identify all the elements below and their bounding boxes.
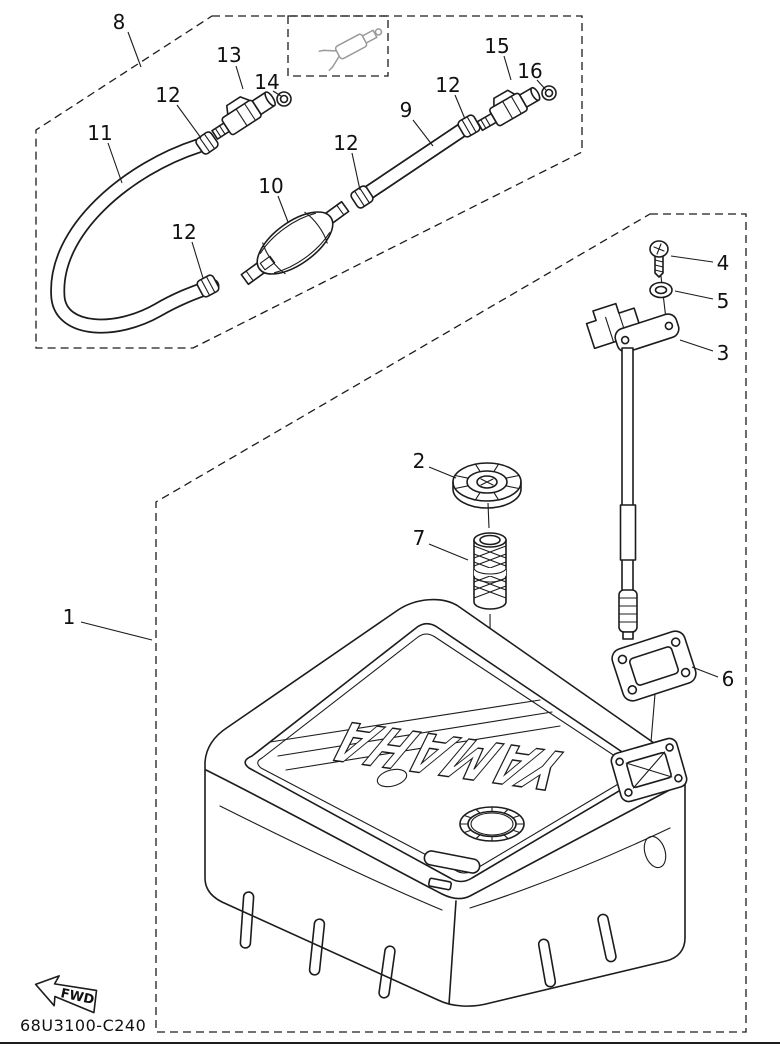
callout-1-leader <box>80 621 153 641</box>
callout-16: 16 <box>517 59 542 83</box>
callout-15-leader <box>503 55 512 81</box>
part-3-fuel-gauge-sender <box>585 302 680 640</box>
callout-10-leader <box>277 195 289 223</box>
callout-14-leader <box>272 90 282 97</box>
callout-7: 7 <box>413 526 426 550</box>
callout-7-leader <box>428 543 469 561</box>
callout-12d-leader <box>191 241 204 279</box>
callout-10: 10 <box>258 174 283 198</box>
part-11-fuel-hose <box>50 138 220 334</box>
fuel-line-assembly-dashed-box <box>35 15 583 349</box>
part-1-fuel-tank: YAMAHA <box>204 598 688 1007</box>
sender-float <box>618 589 638 633</box>
callout-15: 15 <box>484 34 509 58</box>
callout-11: 11 <box>87 121 112 145</box>
callout-12b-leader <box>351 152 361 191</box>
callout-2: 2 <box>413 449 426 473</box>
part-9-fuel-pipe <box>360 122 470 201</box>
callout-3: 3 <box>717 341 730 365</box>
part-7-fuel-filter <box>473 532 507 610</box>
callout-9-leader <box>412 119 434 147</box>
callouts-layer: 8 13 14 12 11 12 9 12 15 16 10 12 4 5 3 2 7 6 1 <box>63 10 735 691</box>
callout-12b: 12 <box>333 131 358 155</box>
callout-5: 5 <box>717 289 730 313</box>
callout-12d: 12 <box>171 220 196 244</box>
part-14-o-ring <box>276 91 292 107</box>
callout-1: 1 <box>63 605 76 629</box>
tank-feet-ribs <box>239 891 617 999</box>
callout-4: 4 <box>717 251 730 275</box>
tank-top-front-edges <box>205 769 678 900</box>
part-15-fuel-joint <box>476 86 541 132</box>
callout-5-leader <box>674 290 714 300</box>
callout-12c: 12 <box>435 73 460 97</box>
part-5-washer <box>649 281 673 299</box>
callout-14: 14 <box>254 70 279 94</box>
tank-handle-slot <box>423 850 481 874</box>
callout-2-leader <box>428 466 457 479</box>
part-13-fuel-joint <box>211 91 276 140</box>
cap-axis-line-upper <box>487 502 490 529</box>
tank-filler-cap <box>459 806 525 842</box>
part-10-primer-bulb <box>240 200 350 286</box>
part-code-text: 68U3100-C240 <box>20 1016 146 1035</box>
tank-sender-boss <box>610 737 688 803</box>
fwd-arrow: FWD <box>34 975 98 1014</box>
tank-side-indent <box>643 835 667 869</box>
callout-16-leader <box>536 79 547 91</box>
callout-4-leader <box>670 255 714 263</box>
reference-connector-dashed-box <box>287 15 389 77</box>
part-6-gasket <box>611 630 697 702</box>
callout-12a-leader <box>176 104 202 139</box>
reference-connector-gray <box>318 28 383 72</box>
tank-front-corner-edge <box>448 900 457 1005</box>
part-2-retainer-ring <box>452 462 522 509</box>
tank-oval-emblem <box>376 768 408 788</box>
callout-13: 13 <box>216 43 241 67</box>
tank-left-wall-contour <box>219 805 443 911</box>
part-4-screw <box>649 240 669 278</box>
callout-11-leader <box>107 142 123 184</box>
callout-6: 6 <box>722 667 735 691</box>
callout-8-leader <box>127 31 142 68</box>
fwd-arrow-label: FWD <box>59 986 96 1008</box>
callout-12c-leader <box>454 94 466 120</box>
callout-9: 9 <box>400 98 413 122</box>
callout-8: 8 <box>113 10 126 34</box>
callout-12a: 12 <box>155 83 180 107</box>
tank-front-vent-slot <box>427 877 453 891</box>
callout-13-leader <box>235 65 244 90</box>
tank-top-ribs <box>269 699 561 771</box>
fuel-tank-dashed-box <box>155 213 747 1033</box>
callout-6-leader <box>691 666 719 678</box>
gasket-axis-line <box>650 693 656 743</box>
callout-3-leader <box>679 339 714 352</box>
